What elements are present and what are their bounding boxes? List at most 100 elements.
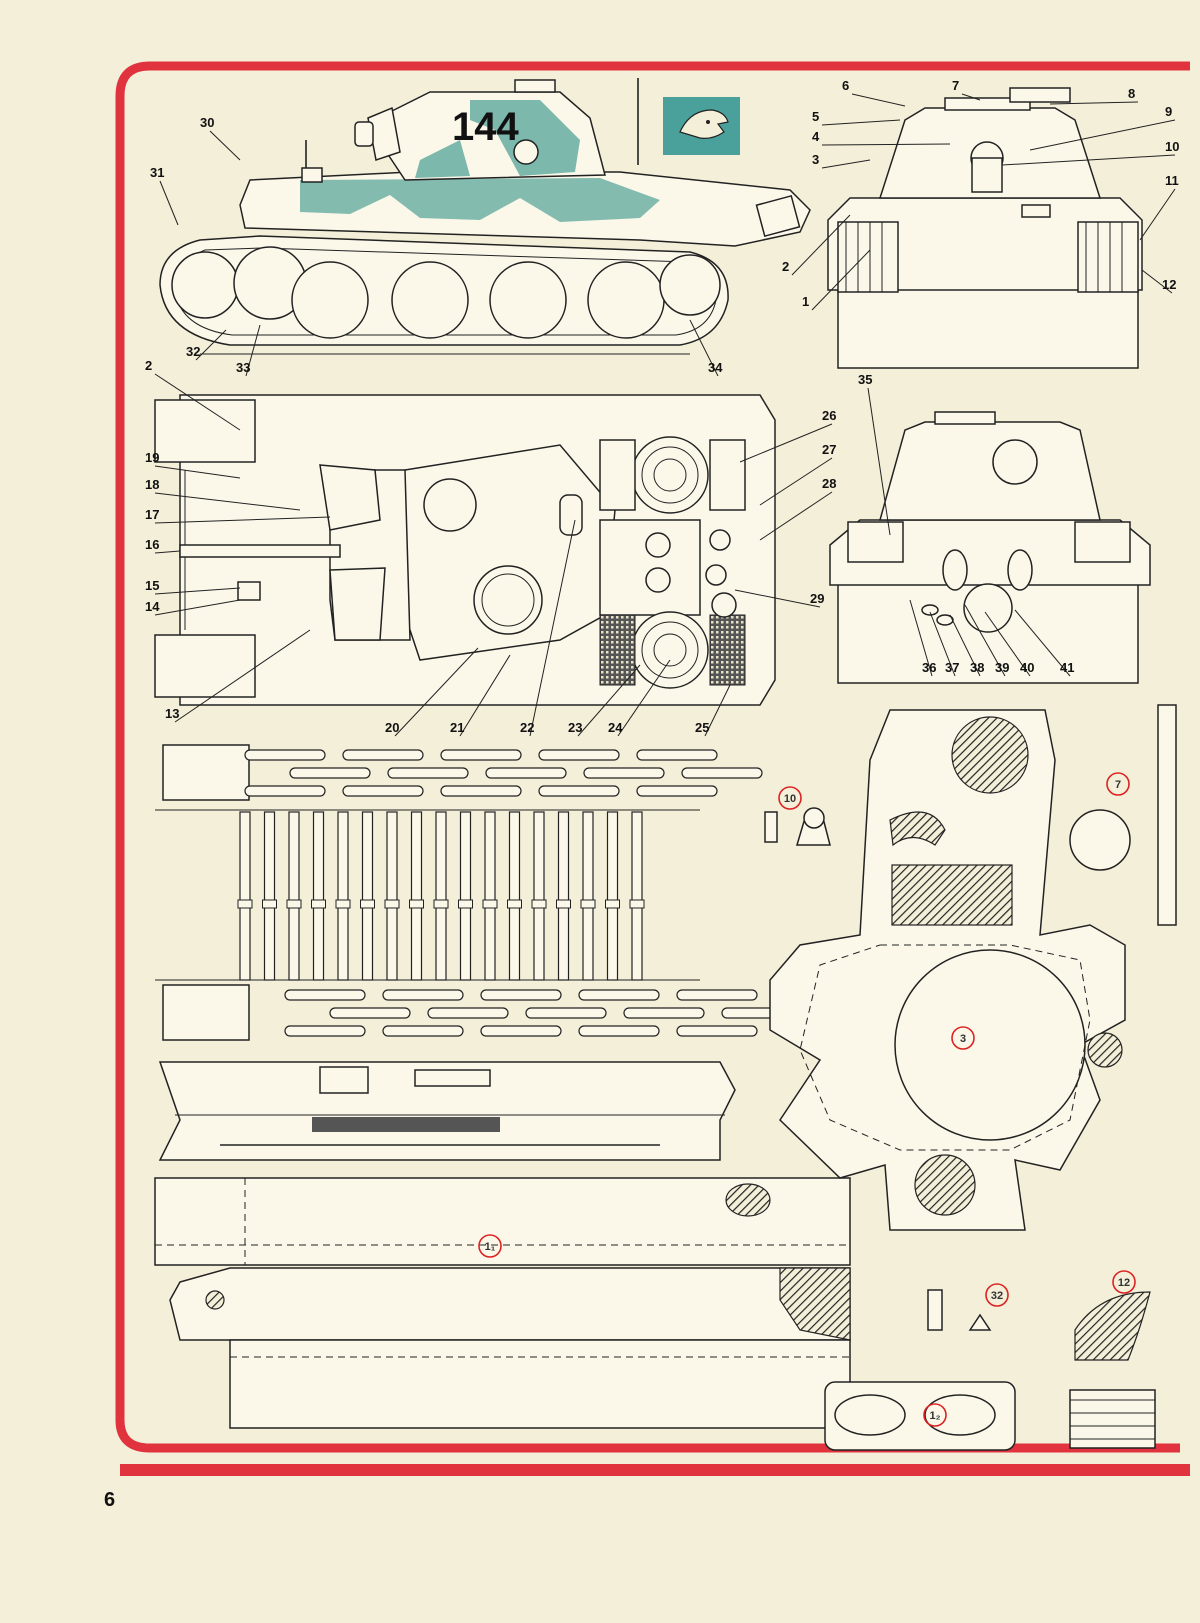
callout-25: 25 (695, 720, 709, 735)
callout-15: 15 (145, 578, 159, 593)
part-marker-circle (1112, 1270, 1136, 1294)
callout-leader (821, 119, 901, 126)
part-marker-circle (478, 1234, 502, 1258)
callout-8: 8 (1128, 86, 1135, 101)
callout-leader (577, 664, 641, 737)
rear-view (829, 411, 1151, 684)
callout-leader (704, 684, 731, 737)
callout-23: 23 (568, 720, 582, 735)
callout-leader (949, 614, 981, 677)
callout-9: 9 (1165, 104, 1172, 119)
callout-leader (929, 611, 956, 677)
callout-leader (821, 143, 951, 146)
callout-19: 19 (145, 450, 159, 465)
callout-40: 40 (1020, 660, 1034, 675)
red-frame (115, 61, 1190, 1453)
callout-leader (154, 516, 331, 524)
turret-number: 144 (452, 105, 519, 149)
callout-24: 24 (608, 720, 623, 735)
callout-leader (1029, 119, 1176, 151)
callout-7: 7 (952, 78, 959, 93)
callout-leader (209, 130, 241, 161)
callout-33: 33 (236, 360, 250, 375)
callout-29: 29 (810, 591, 824, 606)
callout-leader (984, 611, 1031, 677)
callout-leader (245, 324, 261, 377)
callout-16: 16 (145, 537, 159, 552)
callout-18: 18 (145, 477, 159, 492)
part-marker-label: 32 (991, 1290, 1003, 1302)
callout-26: 26 (822, 408, 836, 423)
side-skirt-parts (154, 1061, 851, 1429)
callout-leader (1049, 101, 1139, 105)
callout-leader (159, 180, 179, 226)
callout-22: 22 (520, 720, 534, 735)
callout-1: 1 (802, 294, 809, 309)
callout-leader (734, 589, 821, 608)
part-marker-label: 7 (1115, 779, 1121, 791)
callout-leader (154, 587, 241, 595)
bottom-red-bar (120, 1464, 1190, 1476)
callout-17: 17 (145, 507, 159, 522)
callout-41: 41 (1060, 660, 1074, 675)
part-marker-label: 10 (784, 793, 796, 805)
callout-leader (154, 550, 181, 554)
callout-4: 4 (812, 129, 820, 144)
callout-leader (394, 647, 479, 737)
turret-net (769, 704, 1177, 1231)
callout-14: 14 (145, 599, 160, 614)
callout-leader (791, 214, 851, 276)
panther-head-icon (663, 97, 740, 155)
callout-leader (867, 387, 891, 536)
callout-leader (1014, 609, 1071, 677)
part-marker-label: 12 (1118, 1277, 1130, 1289)
top-view (154, 394, 776, 706)
callout-leader (195, 329, 227, 361)
callout-leader (174, 629, 311, 723)
callout-31: 31 (150, 165, 164, 180)
callout-leader (964, 604, 1006, 677)
callout-27: 27 (822, 442, 836, 457)
callout-leader (154, 492, 301, 511)
callout-11: 11 (1165, 173, 1179, 188)
small-parts (764, 807, 1156, 1451)
part-markers: 10 7 3 1₁ 32 12 1₂ (478, 772, 1136, 1427)
callout-leader (1141, 269, 1173, 294)
callout-leader (1139, 188, 1176, 241)
part-marker-label: 1₁ (485, 1241, 496, 1253)
wheel-rows (244, 749, 803, 1037)
callout-leader (759, 457, 833, 506)
callout-5: 5 (812, 109, 819, 124)
part-marker-circle (1106, 772, 1130, 796)
callout-2: 2 (145, 358, 152, 373)
callout-leader (759, 491, 833, 541)
callout-6: 6 (842, 78, 849, 93)
callout-2: 2 (782, 259, 789, 274)
callout-leader (851, 93, 906, 107)
callout-leader (459, 654, 511, 737)
callout-leader (961, 93, 981, 101)
callout-36: 36 (922, 660, 936, 675)
part-marker-circle (951, 1026, 975, 1050)
front-view (827, 87, 1143, 369)
callout-38: 38 (970, 660, 984, 675)
part-marker-label: 1₂ (929, 1410, 940, 1422)
callout-32: 32 (186, 344, 200, 359)
callout-28: 28 (822, 476, 836, 491)
callout-leader (739, 423, 833, 463)
callout-3: 3 (812, 152, 819, 167)
part-marker-label: 3 (960, 1033, 966, 1045)
callout-20: 20 (385, 720, 399, 735)
callout-leader (689, 319, 719, 377)
callout-35: 35 (858, 372, 872, 387)
part-marker-circle (778, 786, 802, 810)
callout-leader (821, 159, 871, 169)
track-sheet (155, 744, 803, 1041)
callout-21: 21 (450, 720, 464, 735)
callout-12: 12 (1162, 277, 1176, 292)
callout-34: 34 (708, 360, 723, 375)
callout-leader (154, 373, 241, 431)
callout-10: 10 (1165, 139, 1179, 154)
callout-leader (529, 519, 576, 737)
